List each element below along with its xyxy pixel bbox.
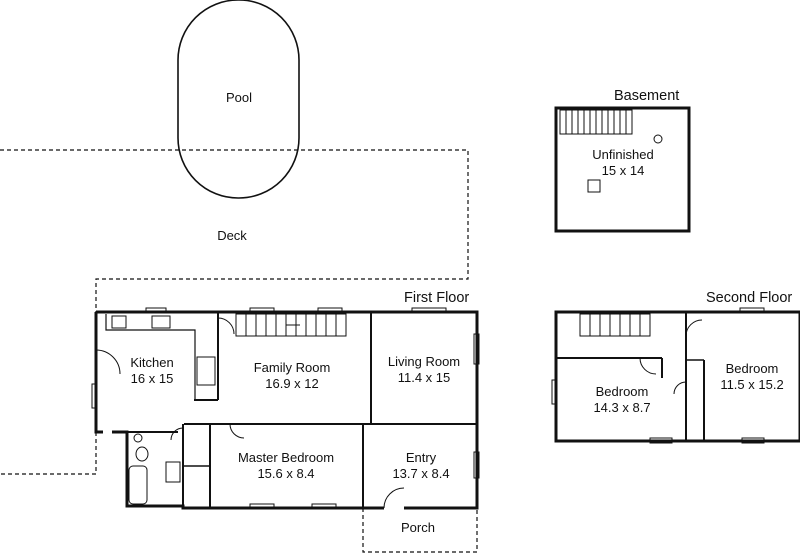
second-floor-plan <box>551 307 800 444</box>
bedroom-right-label: Bedroom 11.5 x 15.2 <box>720 361 783 393</box>
living-room-label: Living Room 11.4 x 15 <box>388 354 460 386</box>
basement-title: Basement <box>614 88 680 104</box>
deck-outline <box>0 149 469 475</box>
basement-room-size: 15 x 14 <box>601 163 645 178</box>
basement-plan <box>554 106 691 233</box>
entry-label: Entry 13.7 x 8.4 <box>392 450 449 482</box>
porch-label: Porch <box>401 520 435 535</box>
porch-outline <box>362 508 478 553</box>
first-floor-title: First Floor <box>404 290 470 306</box>
deck-label: Deck <box>217 228 247 243</box>
bedroom-left-label: Bedroom 14.3 x 8.7 <box>593 384 650 416</box>
kitchen-size: 16 x 15 <box>130 371 174 386</box>
entry-name: Entry <box>405 450 437 465</box>
family-room-label: Family Room 16.9 x 12 <box>254 360 331 392</box>
living-room-size: 11.4 x 15 <box>397 370 451 385</box>
family-room-name: Family Room <box>253 360 331 375</box>
bedroom-left-size: 14.3 x 8.7 <box>593 400 651 415</box>
entry-size: 13.7 x 8.4 <box>392 466 450 481</box>
master-bedroom-name: Master Bedroom <box>237 450 335 465</box>
bedroom-right-size: 11.5 x 15.2 <box>720 377 784 392</box>
living-room-name: Living Room <box>387 354 461 369</box>
bedroom-left-name: Bedroom <box>595 384 649 399</box>
kitchen-name: Kitchen <box>130 355 174 370</box>
bedroom-right-name: Bedroom <box>725 361 779 376</box>
family-room-size: 16.9 x 12 <box>265 376 319 391</box>
pool-outline <box>177 0 300 199</box>
kitchen-label: Kitchen 16 x 15 <box>130 355 173 387</box>
basement-room-label: Unfinished 15 x 14 <box>592 147 653 179</box>
master-bedroom-size: 15.6 x 8.4 <box>257 466 315 481</box>
first-floor-plan <box>91 307 480 510</box>
basement-room-name: Unfinished <box>592 147 654 162</box>
second-floor-title: Second Floor <box>706 290 793 306</box>
pool-label: Pool <box>225 90 253 105</box>
master-bedroom-label: Master Bedroom 15.6 x 8.4 <box>238 450 334 482</box>
